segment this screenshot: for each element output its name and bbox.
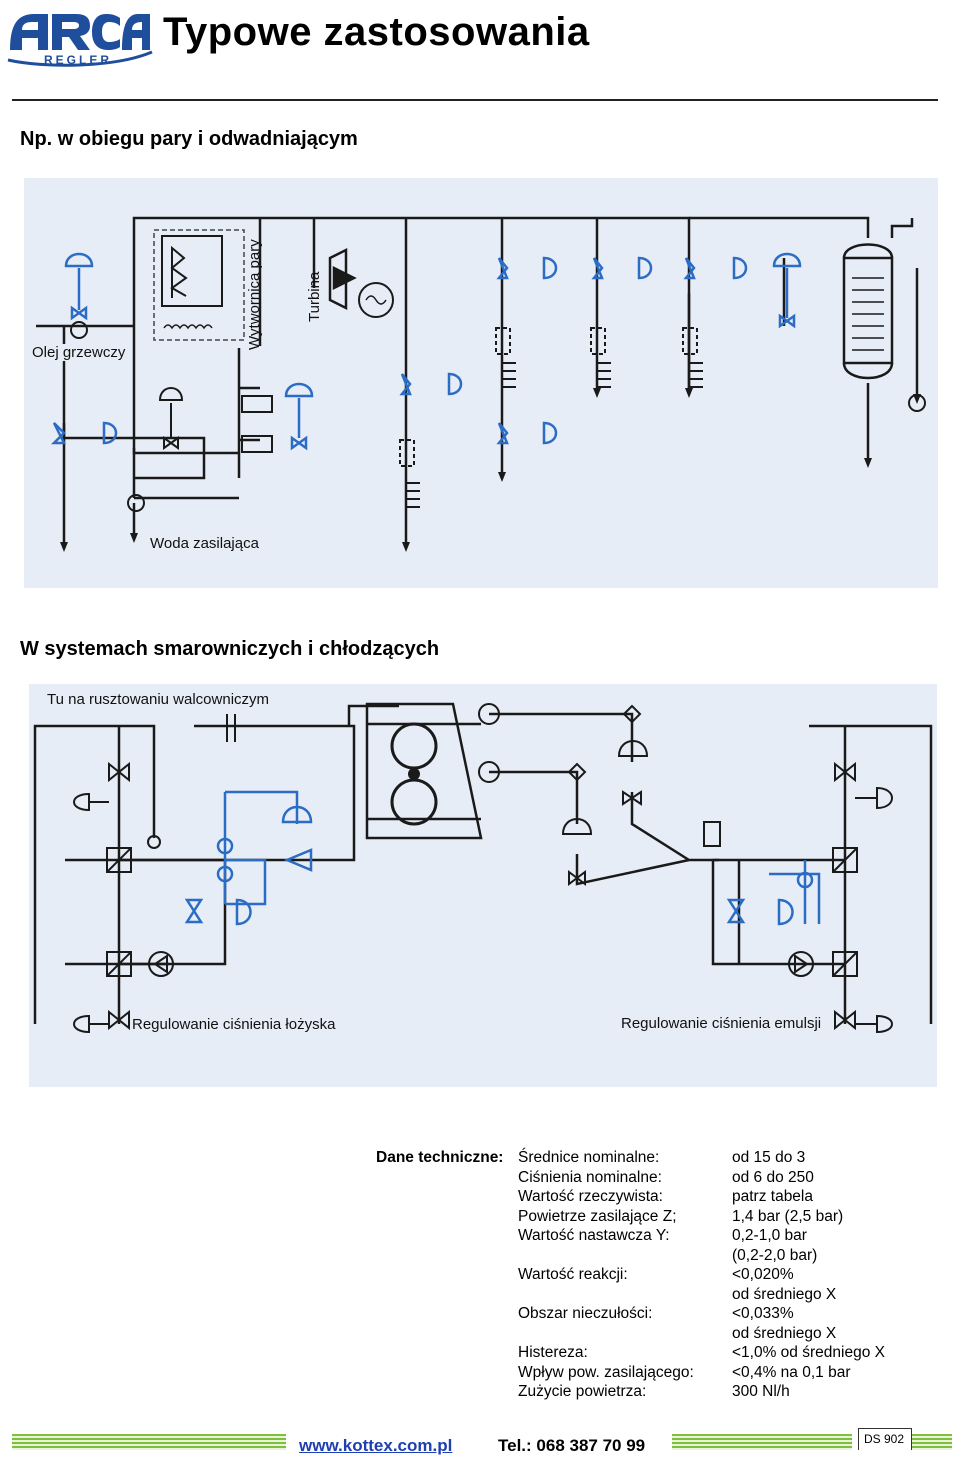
tech-key: Powietrze zasilające Z; <box>518 1207 677 1225</box>
tech-key <box>518 1324 732 1344</box>
label-emulsion-pressure: Regulowanie ciśnienia emulsji <box>621 1015 822 1032</box>
lubrication-section-heading: W systemach smarowniczych i chłodzących <box>20 638 440 660</box>
lubrication-schematic-drawing <box>33 702 933 1034</box>
tech-key <box>518 1246 732 1266</box>
website-link[interactable]: www.kottex.com.pl <box>299 1436 453 1455</box>
tech-value: 0,2-1,0 bar <box>732 1227 807 1244</box>
tech-row: Wartość reakcji: <0,020% <box>518 1265 958 1285</box>
document-code: DS 902 <box>858 1428 912 1450</box>
steam-circuit-diagram: Olej grzewczy Wytwornica pary Turbina Wo… <box>24 178 938 588</box>
lubrication-cooling-diagram: Tu na rusztowaniu walcowniczym Regulowan… <box>29 684 937 1087</box>
tech-value: od średniego X <box>732 1285 837 1303</box>
title-divider <box>12 99 938 101</box>
steam-section-heading: Np. w obiegu pary i odwadniającym <box>20 128 358 150</box>
tech-value: patrz tabela <box>732 1188 813 1205</box>
label-feed-water: Woda zasilająca <box>150 535 259 552</box>
technical-data-label: Dane techniczne: <box>376 1149 504 1166</box>
tech-key: Wartość rzeczywista: <box>518 1188 663 1205</box>
tech-value: <0,4% na 0,1 bar <box>732 1363 851 1381</box>
tech-key: Ciśnienia nominalne: <box>518 1168 662 1186</box>
steam-schematic-drawing <box>36 216 926 552</box>
tech-value: od 15 do 3 <box>732 1149 806 1166</box>
tech-value: <0,020% <box>732 1266 794 1283</box>
tech-key: Histereza: <box>518 1344 588 1361</box>
tech-row: Średnice nominalne: od 15 do 3 <box>518 1148 958 1168</box>
logo-subtext: REGLER <box>44 53 112 67</box>
footer-stripe-left <box>12 1434 286 1450</box>
label-heating-oil: Olej grzewczy <box>32 344 126 361</box>
tech-row: Ciśnienia nominalne: od 6 do 250 <box>518 1168 958 1188</box>
tech-key: Obszar nieczułości: <box>518 1305 653 1322</box>
tech-key: Wartość nastawcza Y: <box>518 1227 670 1244</box>
tech-value: od 6 do 250 <box>732 1168 814 1186</box>
tech-row: (0,2-2,0 bar) <box>518 1246 958 1266</box>
page-title: Typowe zastosowania <box>163 10 590 54</box>
technical-data-table: Średnice nominalne: od 15 do 3 Ciśnienia n… <box>518 1148 958 1402</box>
tech-row: Wartość rzeczywista: patrz tabela <box>518 1187 958 1207</box>
tech-row: od średniego X <box>518 1285 958 1305</box>
footer-stripe-right <box>912 1434 952 1450</box>
tech-value: <0,033% <box>732 1305 794 1322</box>
tech-row: Histereza: <1,0% od średniego X <box>518 1343 958 1363</box>
tech-key: Średnice nominalne: <box>518 1149 660 1166</box>
tech-key: Wartość reakcji: <box>518 1266 628 1283</box>
tech-value: 300 Nl/h <box>732 1383 790 1400</box>
tech-key <box>518 1285 732 1305</box>
tech-value: 1,4 bar (2,5 bar) <box>732 1207 844 1225</box>
tech-row: Powietrze zasilające Z; 1,4 bar (2,5 bar) <box>518 1207 958 1227</box>
tech-row: Obszar nieczułości: <0,033% <box>518 1304 958 1324</box>
tech-value: (0,2-2,0 bar) <box>732 1246 818 1264</box>
tech-row: Zużycie powietrza: 300 Nl/h <box>518 1382 958 1402</box>
label-bearing-pressure: Regulowanie ciśnienia łożyska <box>132 1016 336 1033</box>
tech-value: od średniego X <box>732 1324 837 1342</box>
tech-key: Wpływ pow. zasilającego: <box>518 1363 694 1381</box>
phone-number: Tel.: 068 387 70 99 <box>498 1436 646 1455</box>
tech-value: <1,0% od średniego X <box>732 1344 885 1361</box>
arca-regler-logo: REGLER <box>7 14 153 67</box>
label-turbine: Turbina <box>306 271 323 322</box>
tech-row: od średniego X <box>518 1324 958 1344</box>
label-steam-generator: Wytwornica pary <box>246 239 263 350</box>
footer-stripe-middle <box>672 1434 852 1450</box>
tech-key: Zużycie powietrza: <box>518 1383 647 1400</box>
tech-row: Wpływ pow. zasilającego: <0,4% na 0,1 bar <box>518 1363 958 1383</box>
tech-row: Wartość nastawcza Y: 0,2-1,0 bar <box>518 1226 958 1246</box>
label-rolling-scaffold: Tu na rusztowaniu walcowniczym <box>47 691 270 708</box>
